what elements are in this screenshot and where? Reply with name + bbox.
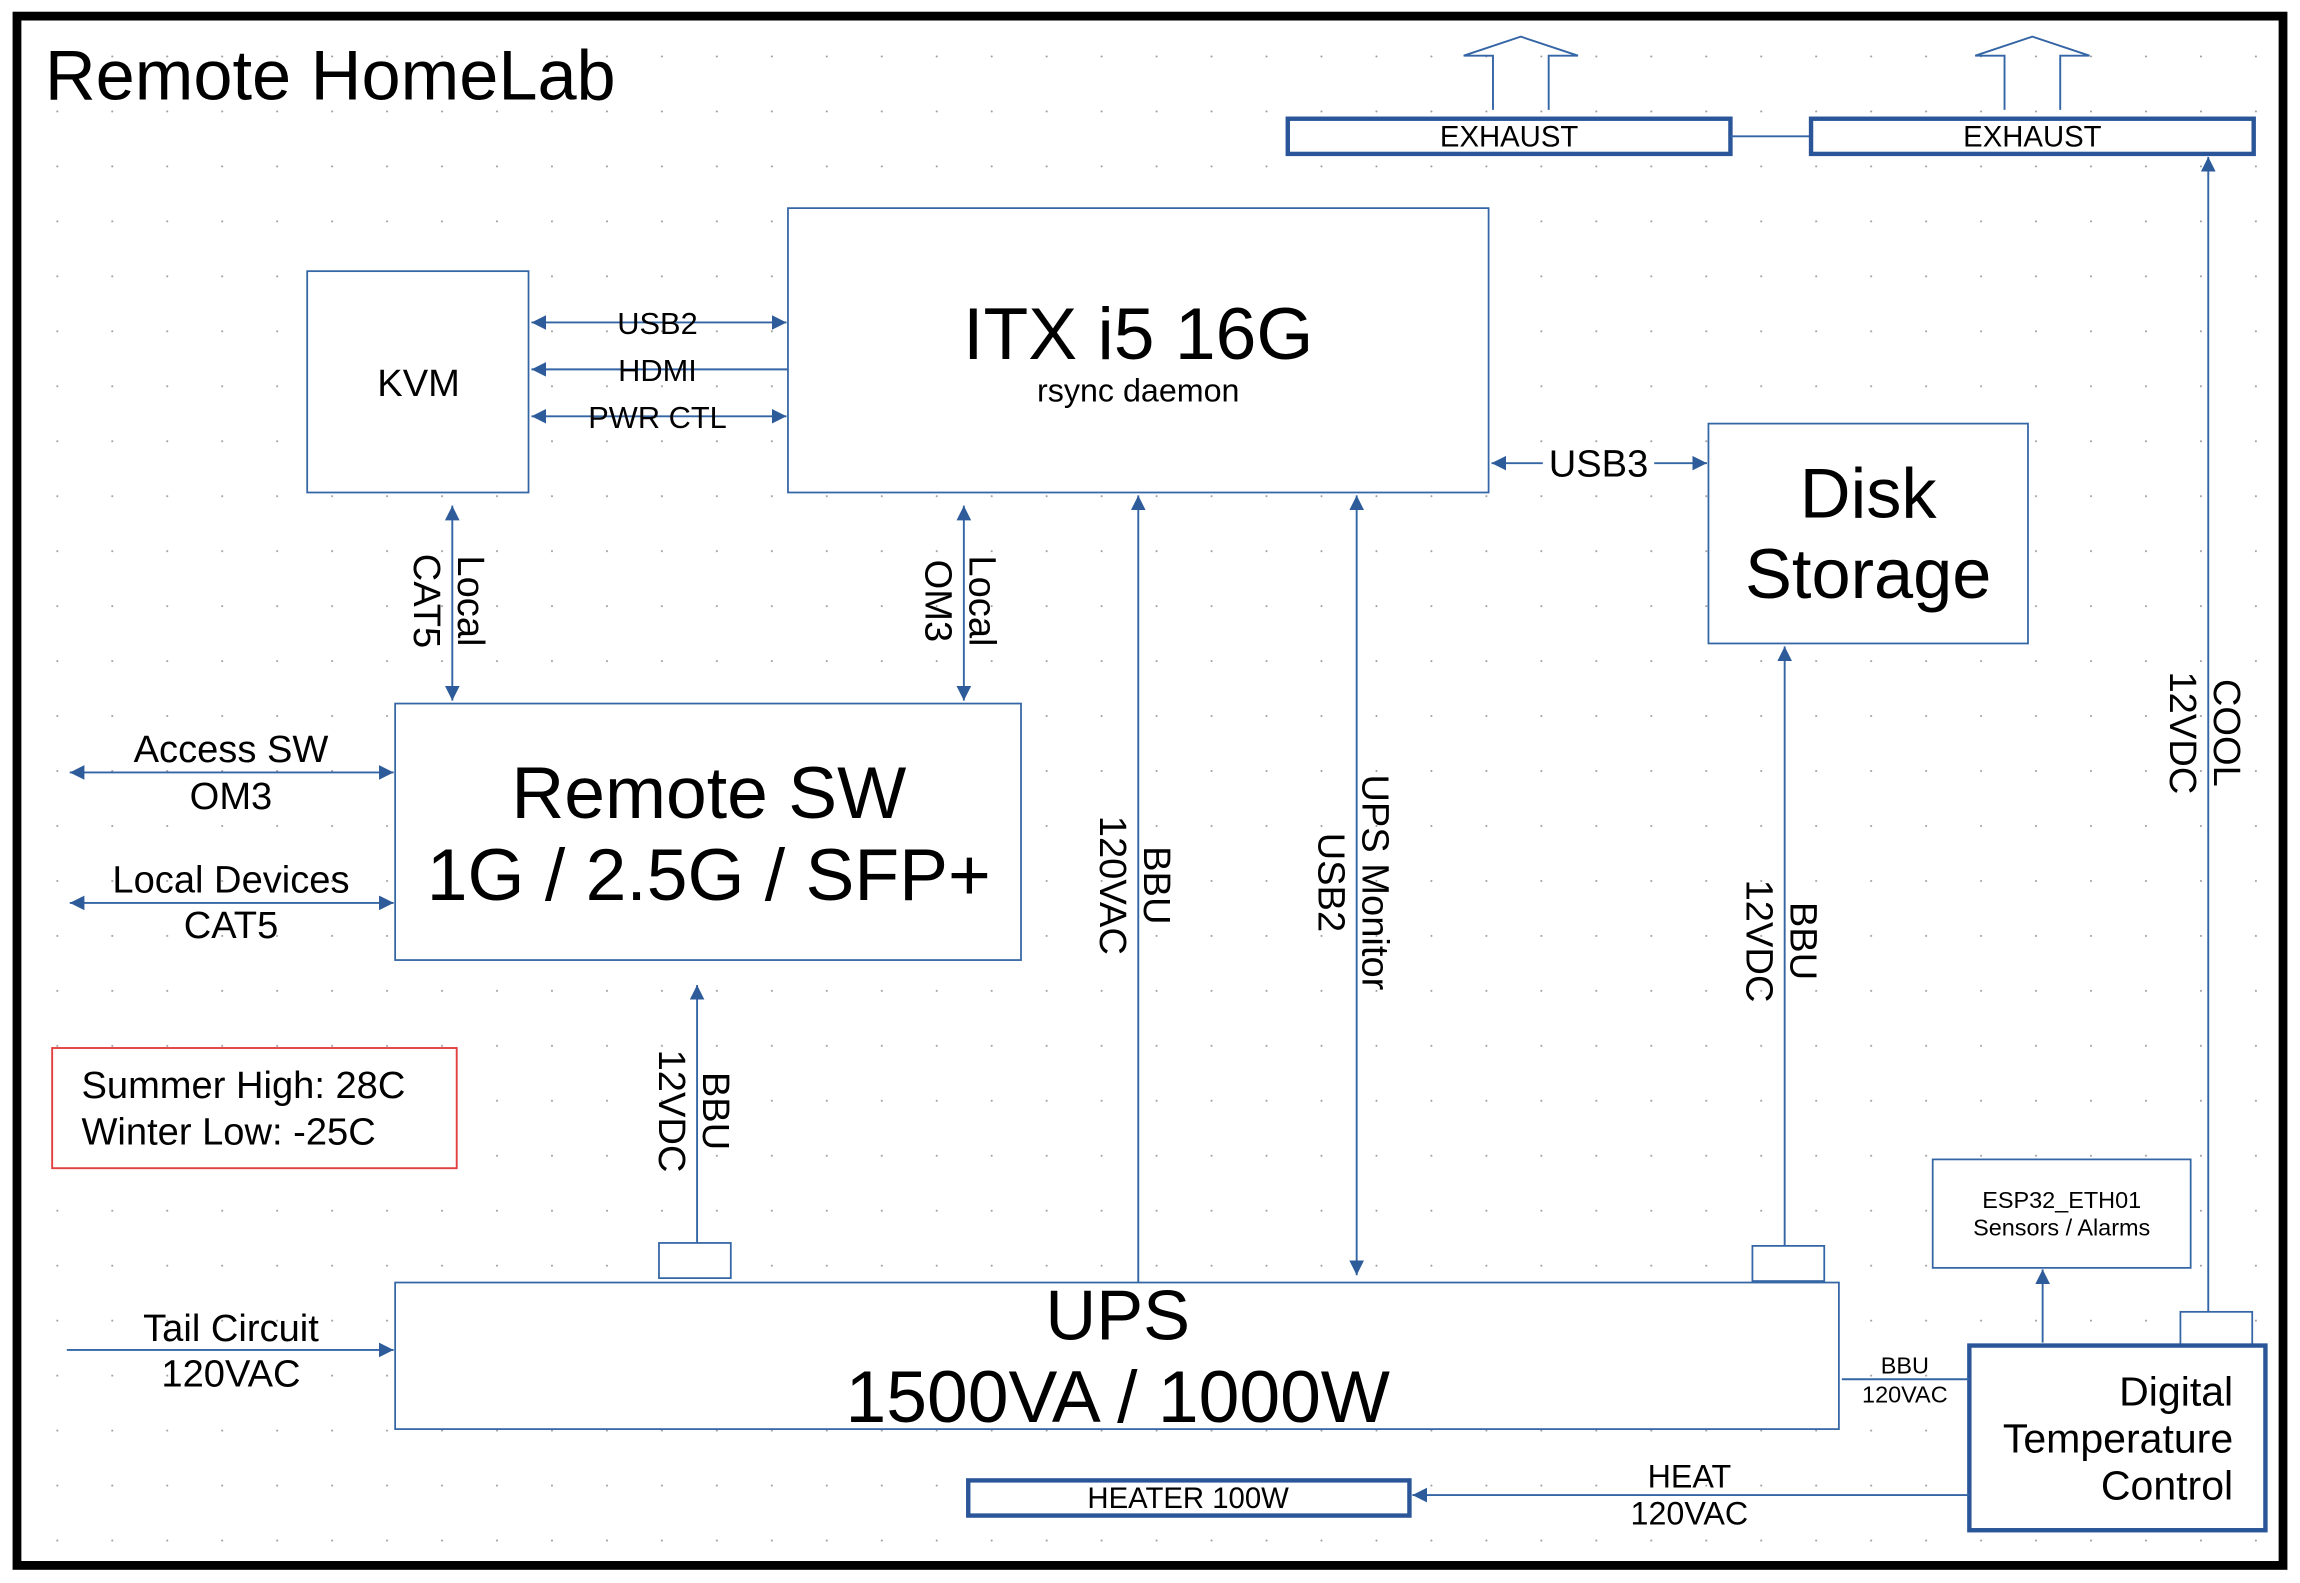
- esp32-box: ESP32_ETH01 Sensors / Alarms: [1931, 1158, 2192, 1269]
- pwr-ctl-label: PWR CTL: [588, 400, 726, 435]
- link-label: OM3: [190, 776, 273, 818]
- itx-title: ITX i5 16G: [963, 293, 1313, 375]
- link-label: UPS Monitor: [1354, 774, 1396, 990]
- link-label: OM3: [917, 560, 959, 643]
- link-label: CAT5: [184, 905, 279, 947]
- link-label: Tail Circuit: [143, 1308, 319, 1350]
- link-label: 12VDC: [650, 1050, 692, 1173]
- disk-label: Disk: [1800, 453, 1938, 532]
- link-label: COOL: [2205, 679, 2247, 787]
- dtc-label: Digital: [2119, 1369, 2233, 1415]
- heater-box: HEATER 100W: [966, 1478, 1412, 1518]
- switch-title: Remote SW: [511, 752, 906, 834]
- temperature-control-box: Digital Temperature Control: [1967, 1343, 2268, 1533]
- link-label: BBU: [1782, 902, 1824, 980]
- exhaust-box: [1285, 116, 1733, 157]
- exhaust-vent-1: EXHAUST: [1285, 35, 1733, 157]
- dtc-label: Temperature: [2003, 1416, 2233, 1462]
- exhaust-box: [1808, 116, 2256, 157]
- link-label: 12VDC: [1738, 880, 1780, 1003]
- link-label: BBU: [1135, 846, 1177, 924]
- link-label: CAT5: [405, 554, 447, 649]
- link-label: USB2: [1310, 833, 1352, 933]
- link-label: BBU: [694, 1072, 736, 1150]
- diagram-title: Remote HomeLab: [45, 36, 616, 115]
- link-label: Local: [449, 555, 491, 646]
- link-label: 120VAC: [1862, 1382, 1948, 1408]
- disk-label: Storage: [1745, 534, 1991, 613]
- frame: [12, 11, 2288, 1570]
- note-line: Winter Low: -25C: [81, 1112, 375, 1154]
- kvm-box: KVM: [306, 270, 530, 494]
- itx-subtitle: rsync daemon: [1037, 373, 1239, 409]
- heater-label: HEATER 100W: [1087, 1482, 1289, 1515]
- link-label: 120VAC: [161, 1354, 300, 1396]
- exhaust-label: EXHAUST: [1440, 121, 1578, 154]
- link-label: 120VAC: [1631, 1495, 1749, 1531]
- usb3-label: USB3: [1549, 443, 1649, 485]
- switch-ports: 1G / 2.5G / SFP+: [427, 834, 991, 916]
- disk-storage-box: Disk Storage: [1707, 422, 2029, 645]
- remote-switch-box: Remote SW 1G / 2.5G / SFP+: [394, 702, 1022, 961]
- link-label: 12VDC: [2161, 671, 2203, 794]
- link-label: Local Devices: [112, 860, 349, 902]
- link-label: BBU: [1881, 1352, 1929, 1378]
- temperature-note: Summer High: 28C Winter Low: -25C: [51, 1047, 458, 1170]
- ups-port: [1751, 1245, 1826, 1282]
- dtc-label: Control: [2101, 1462, 2233, 1508]
- link-label: Access SW: [134, 729, 329, 771]
- ups-box: UPS 1500VA / 1000W: [394, 1276, 1840, 1438]
- itx-box: ITX i5 16G rsync daemon: [787, 207, 1490, 494]
- esp32-label: Sensors / Alarms: [1973, 1215, 2150, 1241]
- kvm-label: KVM: [377, 363, 460, 405]
- exhaust-up-arrow-icon: [1974, 35, 2090, 110]
- dtc-port: [2179, 1310, 2254, 1347]
- ups-title: UPS: [1045, 1276, 1190, 1355]
- usb2-label: USB2: [617, 306, 697, 341]
- esp32-label: ESP32_ETH01: [1982, 1187, 2141, 1213]
- exhaust-label: EXHAUST: [1963, 121, 2101, 154]
- note-line: Summer High: 28C: [81, 1065, 405, 1107]
- link-label: 120VAC: [1091, 816, 1133, 955]
- link-label: HEAT: [1648, 1459, 1732, 1495]
- ups-port: [658, 1242, 732, 1280]
- ups-rating: 1500VA / 1000W: [846, 1356, 1390, 1438]
- exhaust-vent-2: EXHAUST: [1808, 35, 2256, 157]
- link-label: Local: [961, 555, 1003, 646]
- hdmi-label: HDMI: [618, 353, 697, 388]
- exhaust-up-arrow-icon: [1463, 35, 1579, 110]
